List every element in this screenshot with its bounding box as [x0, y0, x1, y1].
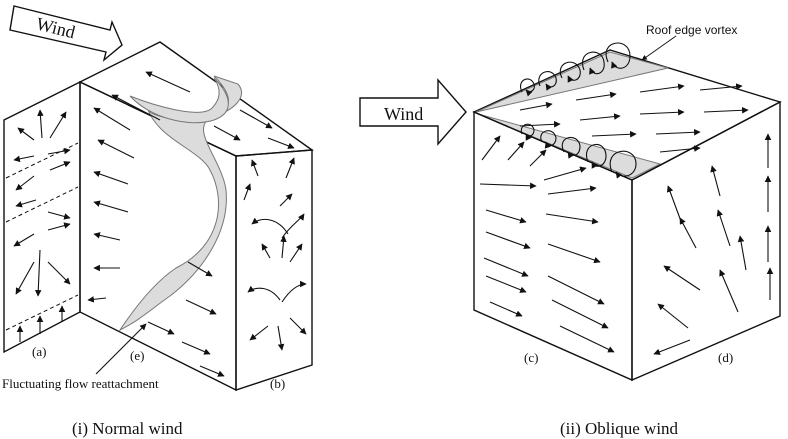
roof-vortex-annotation: Roof edge vortex: [646, 23, 737, 37]
caption-normal-wind: (i) Normal wind: [72, 419, 183, 438]
face-b-label: (b): [270, 376, 285, 391]
caption-oblique-wind: (ii) Oblique wind: [560, 419, 679, 438]
face-c-label: (c): [524, 350, 538, 365]
face-d-label: (d): [718, 350, 733, 365]
wind-arrow-right: Wind: [359, 78, 467, 146]
wind-arrow-left: Wind: [9, 5, 123, 62]
face-b-outline: [235, 149, 313, 391]
normal-wind-panel: Wind: [2, 5, 314, 438]
wind-label-left: Wind: [34, 13, 77, 42]
face-a-outline: [3, 80, 81, 354]
oblique-wind-panel: Wind: [359, 23, 782, 438]
wind-label-right: Wind: [384, 104, 423, 124]
reattachment-annotation: Fluctuating flow reattachment: [2, 376, 159, 391]
face-a-label: (a): [32, 344, 46, 359]
vortex-zone-top: [475, 51, 669, 113]
face-e-label: (e): [130, 348, 144, 363]
vortex-zone-bottom: [477, 113, 662, 179]
face-d-outline: [631, 100, 781, 382]
